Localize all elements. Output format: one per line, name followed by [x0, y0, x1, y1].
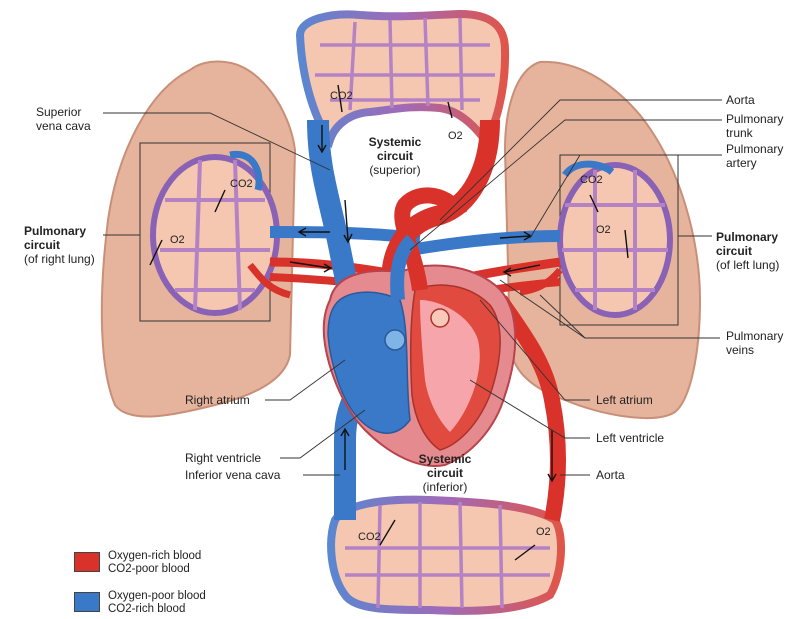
inferior-vena-cava-label: Inferior vena cava	[185, 468, 280, 482]
pulmonary-circuit-left-label: Pulmonary circuit (of left lung)	[716, 230, 796, 272]
legend-swatch-oxygen-rich	[74, 552, 100, 572]
co2-bottom-label: CO2	[358, 531, 381, 543]
pulmonary-veins-label: Pulmonary veins	[726, 329, 792, 357]
pulmonary-circuit-right-title: Pulmonary circuit	[24, 224, 104, 252]
pulmonary-trunk-label: Pulmonary trunk	[726, 112, 794, 140]
pulmonary-circuit-right-sub: (of right lung)	[24, 252, 104, 266]
co2-left-lung-label: CO2	[580, 174, 603, 186]
pulmonary-circuit-left-title: Pulmonary circuit	[716, 230, 786, 258]
systemic-inferior-label: Systemic circuit (inferior)	[405, 452, 485, 494]
left-lung-capillary-bed	[560, 165, 670, 315]
pulmonary-artery-label: Pulmonary artery	[726, 142, 794, 170]
legend-oxygen-rich-line2: CO2-poor blood	[108, 563, 201, 576]
systemic-inferior-sub: (inferior)	[405, 480, 485, 494]
right-atrium-label: Right atrium	[185, 393, 250, 407]
o2-right-lung-label: O2	[170, 234, 185, 246]
legend-text-oxygen-poor: Oxygen-poor blood CO2-rich blood	[108, 590, 206, 616]
systemic-superior-label: Systemic circuit (superior)	[355, 135, 435, 177]
superior-vena-cava-label: Superior vena cava	[36, 105, 102, 133]
right-ventricle-label: Right ventricle	[185, 451, 261, 465]
left-atrium-label: Left atrium	[596, 393, 653, 407]
o2-left-lung-label: O2	[596, 224, 611, 236]
legend-oxygen-poor-line1: Oxygen-poor blood	[108, 590, 206, 603]
systemic-superior-sub: (superior)	[355, 163, 435, 177]
legend-text-oxygen-rich: Oxygen-rich blood CO2-poor blood	[108, 550, 201, 576]
co2-top-label: CO2	[330, 90, 353, 102]
legend-oxygen-rich-line1: Oxygen-rich blood	[108, 550, 201, 563]
superior-capillary-bed	[300, 14, 505, 140]
o2-top-label: O2	[448, 130, 463, 142]
pulmonary-circuit-right-label: Pulmonary circuit (of right lung)	[24, 224, 104, 266]
aorta-top-label: Aorta	[726, 93, 755, 107]
legend-swatch-oxygen-poor	[74, 592, 100, 612]
pulmonary-circuit-left-sub: (of left lung)	[716, 258, 796, 272]
systemic-inferior-title: Systemic circuit	[414, 452, 476, 480]
inferior-capillary-bed	[331, 500, 561, 611]
co2-right-lung-label: CO2	[230, 178, 253, 190]
o2-bottom-label: O2	[536, 526, 551, 538]
systemic-superior-title: Systemic circuit	[364, 135, 426, 163]
aorta-bottom-label: Aorta	[596, 468, 625, 482]
legend-oxygen-poor-line2: CO2-rich blood	[108, 603, 206, 616]
left-ventricle-label: Left ventricle	[596, 431, 664, 445]
